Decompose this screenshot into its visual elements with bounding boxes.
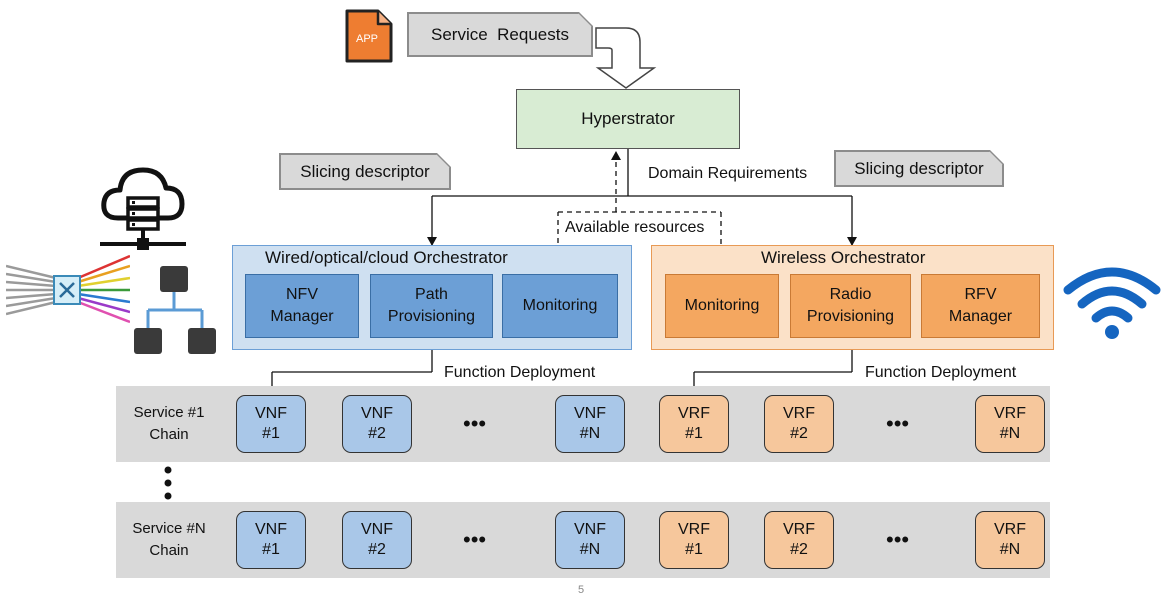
vrf-2-chain-1[interactable]: VRF #2 xyxy=(764,395,834,453)
vnf-n-chain-1[interactable]: VNF #N xyxy=(555,395,625,453)
vrf-n-chain-1[interactable]: VRF #N xyxy=(975,395,1045,453)
ellipsis-vrf-chain-1: ••• xyxy=(886,411,910,436)
service-request-arrow xyxy=(595,27,657,89)
domain-requirements-label: Domain Requirements xyxy=(648,165,808,182)
vnf-1-chain-1[interactable]: VNF #1 xyxy=(236,395,306,453)
nfv-manager-module[interactable]: NFV Manager xyxy=(245,274,359,338)
vrf-2-chain-n[interactable]: VRF #2 xyxy=(764,511,834,569)
hyperstrator-box[interactable]: Hyperstrator xyxy=(516,89,740,149)
page-number: 5 xyxy=(578,584,585,596)
hyperstrator-label: Hyperstrator xyxy=(581,109,675,128)
vnf-n-chain-n[interactable]: VNF #N xyxy=(555,511,625,569)
slicing-descriptor-left-label: Slicing descriptor xyxy=(300,161,430,181)
slicing-descriptor-right: Slicing descriptor xyxy=(835,151,1003,186)
slicing-descriptor-right-label: Slicing descriptor xyxy=(854,158,984,178)
rfv-manager-module[interactable]: RFV Manager xyxy=(921,274,1040,338)
monitoring-wireless-module[interactable]: Monitoring xyxy=(665,274,779,338)
wireless-orchestrator-title: Wireless Orchestrator xyxy=(761,248,926,267)
ellipsis-vrf-chain-n: ••• xyxy=(886,527,910,552)
vrf-n-chain-n[interactable]: VRF #N xyxy=(975,511,1045,569)
service-chain-1-label: Service #1 Chain xyxy=(133,404,205,443)
slicing-descriptor-left: Slicing descriptor xyxy=(280,154,450,189)
ellipsis-vnf-chain-1: ••• xyxy=(463,411,487,436)
function-deployment-right: Function Deployment xyxy=(865,364,1017,381)
cloud-server-icon xyxy=(100,167,186,250)
app-icon-label: APP xyxy=(356,33,379,45)
app-file-icon xyxy=(345,9,393,63)
vertical-ellipsis xyxy=(164,466,172,500)
optical-switch-icon xyxy=(6,254,130,324)
monitoring-wired-module[interactable]: Monitoring xyxy=(502,274,618,338)
network-tree-icon xyxy=(134,266,216,354)
vnf-2-chain-n[interactable]: VNF #2 xyxy=(342,511,412,569)
vnf-2-chain-1[interactable]: VNF #2 xyxy=(342,395,412,453)
service-chain-n-label: Service #N Chain xyxy=(132,520,206,559)
ellipsis-vnf-chain-n: ••• xyxy=(463,527,487,552)
service-requests-label: Service Requests xyxy=(431,24,569,44)
available-resources-label: Available resources xyxy=(563,219,707,237)
function-deployment-left: Function Deployment xyxy=(444,364,596,381)
wired-orchestrator-title: Wired/optical/cloud Orchestrator xyxy=(265,248,508,267)
vrf-1-chain-n[interactable]: VRF #1 xyxy=(659,511,729,569)
service-requests-doc: Service Requests xyxy=(408,13,592,56)
vnf-1-chain-n[interactable]: VNF #1 xyxy=(236,511,306,569)
vrf-1-chain-1[interactable]: VRF #1 xyxy=(659,395,729,453)
radio-provisioning-module[interactable]: Radio Provisioning xyxy=(790,274,911,338)
path-provisioning-module[interactable]: Path Provisioning xyxy=(370,274,493,338)
wifi-icon xyxy=(1063,267,1161,339)
